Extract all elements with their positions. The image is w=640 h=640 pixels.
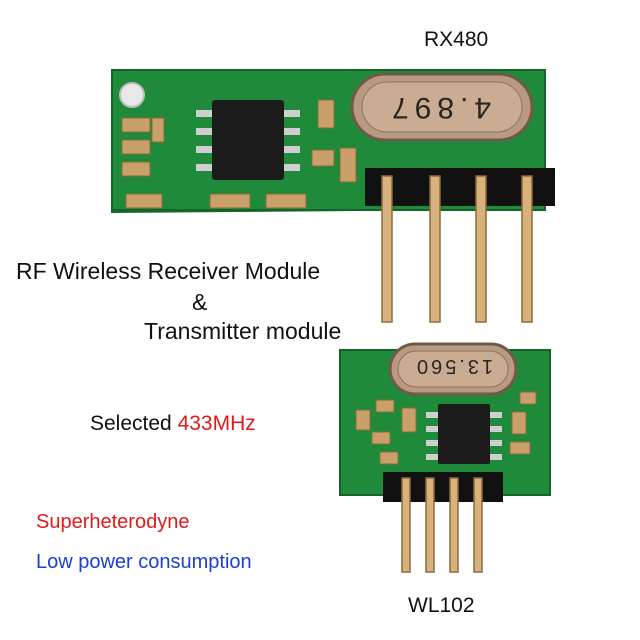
selected-prefix: Selected (90, 412, 178, 435)
frequency-value: 433MHz (177, 412, 256, 435)
transmitter-model-label: WL102 (408, 594, 475, 617)
headline-ampersand: & (192, 289, 208, 315)
receiver-crystal-marking: 4.897 (386, 91, 492, 124)
low-power-feature: Low power consumption (36, 551, 252, 573)
receiver-ic-chip (212, 100, 284, 180)
headline-line-1: RF Wireless Receiver Module (16, 258, 321, 284)
transmitter-crystal-marking: 13.560 (414, 355, 494, 377)
transmitter-pins (401, 477, 483, 573)
antenna-pad (119, 82, 145, 108)
receiver-model-label: RX480 (424, 28, 489, 51)
receiver-pins (381, 175, 533, 323)
transmitter-pin-header (383, 472, 503, 502)
receiver-module (111, 69, 555, 323)
headline-line-2: Transmitter module (144, 318, 342, 344)
transmitter-module (339, 342, 551, 573)
selected-frequency-line: Selected 433MHz (90, 412, 256, 436)
superheterodyne-feature: Superheterodyne (36, 511, 190, 533)
transmitter-ic-chip (438, 404, 490, 464)
